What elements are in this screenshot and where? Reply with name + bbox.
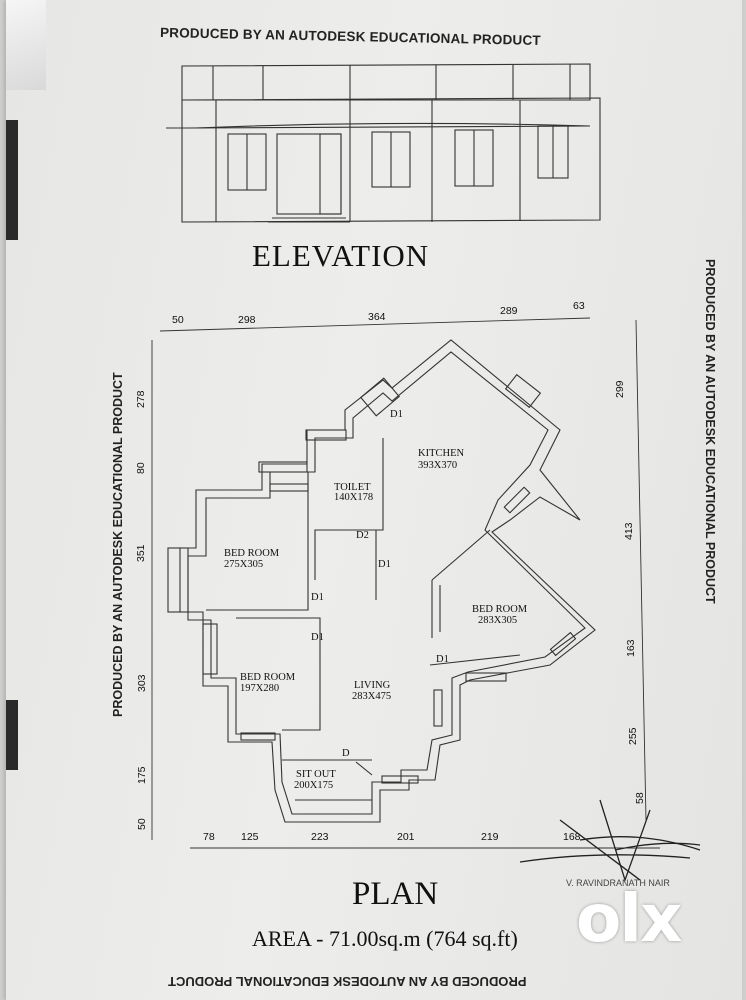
door-label: D2 bbox=[356, 530, 369, 541]
door-label: D bbox=[342, 748, 350, 759]
dim-bottom: 78 bbox=[203, 831, 215, 843]
door-label: D1 bbox=[311, 632, 324, 643]
bedroom2-size: 283X305 bbox=[478, 615, 517, 626]
dim-bottom: 125 bbox=[241, 831, 259, 843]
watermark-left: PRODUCED BY AN AUTODESK EDUCATIONAL PROD… bbox=[111, 372, 125, 717]
dimension-lines bbox=[151, 317, 660, 849]
dim-right: 413 bbox=[623, 522, 635, 540]
signature-name: V. RAVINDRANATH NAIR bbox=[566, 878, 670, 888]
bedroom3-size: 197X280 bbox=[240, 683, 279, 694]
dim-top: 289 bbox=[500, 305, 518, 317]
door-label: D1 bbox=[311, 592, 324, 603]
dim-bottom: 168 bbox=[563, 831, 581, 843]
dim-left: 80 bbox=[135, 462, 147, 474]
olx-logo: olx bbox=[576, 880, 683, 957]
dim-right: 58 bbox=[634, 792, 646, 804]
dim-right: 163 bbox=[625, 639, 637, 657]
bedroom3-label: BED ROOM bbox=[240, 672, 296, 683]
room-labels: KITCHEN 393X370 TOILET 140X178 BED ROOM … bbox=[224, 448, 528, 791]
elevation-drawing bbox=[166, 63, 601, 223]
door-label: D1 bbox=[436, 654, 449, 665]
living-label: LIVING bbox=[354, 680, 391, 691]
watermark-right: PRODUCED BY AN AUTODESK EDUCATIONAL PROD… bbox=[703, 259, 717, 604]
dim-left: 351 bbox=[135, 544, 147, 562]
toilet-size: 140X178 bbox=[334, 492, 373, 503]
background-edge bbox=[6, 120, 18, 240]
background-edge bbox=[6, 700, 18, 770]
signature bbox=[519, 799, 701, 883]
dim-left: 278 bbox=[135, 390, 147, 408]
dim-top: 50 bbox=[172, 314, 184, 326]
kitchen-label: KITCHEN bbox=[418, 448, 464, 459]
dim-right: 299 bbox=[614, 380, 626, 398]
dim-bottom: 201 bbox=[397, 831, 415, 843]
dim-top: 364 bbox=[368, 311, 386, 323]
watermark-bottom: PRODUCED BY AN AUTODESK EDUCATIONAL PROD… bbox=[168, 974, 527, 989]
dimension-numbers: 50 298 364 289 63 78 125 223 201 219 168… bbox=[135, 300, 646, 843]
toilet-label: TOILET bbox=[334, 482, 371, 493]
dim-left: 303 bbox=[136, 674, 148, 692]
floor-plan bbox=[167, 339, 596, 823]
bedroom1-size: 275X305 bbox=[224, 559, 263, 570]
door-label: D1 bbox=[390, 409, 403, 420]
dim-left: 50 bbox=[136, 818, 148, 830]
dim-right: 255 bbox=[627, 727, 639, 745]
kitchen-size: 393X370 bbox=[418, 460, 457, 471]
dim-left: 175 bbox=[136, 766, 148, 784]
sitout-label: SIT OUT bbox=[296, 769, 336, 780]
dim-bottom: 219 bbox=[481, 831, 499, 843]
elevation-title: ELEVATION bbox=[252, 238, 430, 273]
area-text: AREA - 71.00sq.m (764 sq.ft) bbox=[252, 926, 518, 951]
dim-top: 63 bbox=[573, 300, 585, 312]
bedroom1-label: BED ROOM bbox=[224, 548, 280, 559]
door-label: D1 bbox=[378, 559, 391, 570]
paper-fold bbox=[6, 0, 46, 90]
bedroom2-label: BED ROOM bbox=[472, 604, 528, 615]
dim-bottom: 223 bbox=[311, 831, 329, 843]
plan-title: PLAN bbox=[352, 876, 439, 912]
sitout-size: 200X175 bbox=[294, 780, 333, 791]
dim-top: 298 bbox=[238, 314, 256, 326]
door-labels: D1 D2 D1 D1 D1 D1 D bbox=[311, 409, 449, 759]
drawing-sheet bbox=[6, 0, 742, 1000]
living-size: 283X475 bbox=[352, 691, 391, 702]
